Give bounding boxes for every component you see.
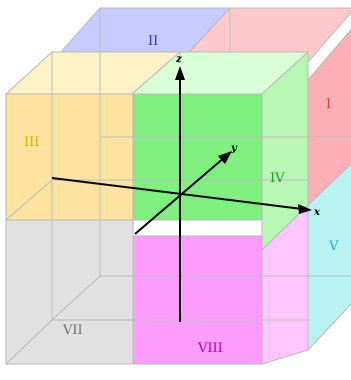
octant-III-front-face [5, 93, 134, 221]
x-axis-line [51, 177, 303, 210]
x-axis-arrowhead [298, 204, 312, 214]
octant-VIII-side-face [261, 203, 309, 365]
octant-VIII-front-face [132, 235, 263, 365]
x-axis-label: x [313, 207, 321, 218]
y-axis-label: y [230, 143, 238, 154]
octant-IV-front-face [132, 93, 263, 221]
octant-VII-front-face [5, 219, 134, 365]
octant-label-VII: VII [62, 323, 83, 338]
octant-label-I: I [326, 97, 331, 112]
z-axis-arrowhead [175, 66, 185, 80]
octant-label-II: II [148, 34, 158, 49]
y-axis-arrowhead [218, 151, 232, 164]
octant-label-III: III [24, 135, 39, 150]
axes [51, 76, 303, 322]
z-axis-label: z [175, 54, 182, 65]
octant-label-IV: IV [270, 171, 285, 186]
octant-label-VIII: VIII [197, 341, 223, 356]
octant-label-V: V [328, 239, 339, 254]
y-axis-line [134, 156, 226, 235]
